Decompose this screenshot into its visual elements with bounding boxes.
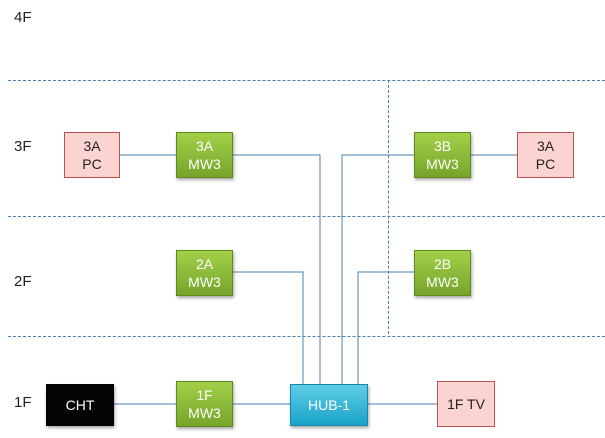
pc-3a-left-node: 3A PC	[64, 132, 120, 178]
node-line1: 2B	[433, 256, 452, 272]
node-line1: 3B	[433, 138, 452, 154]
node-line2: PC	[535, 156, 556, 172]
floor-divider-4f-3f	[8, 80, 605, 81]
floor-label-2f: 2F	[14, 273, 32, 290]
mw3-3a-node: 3A MW3	[176, 132, 233, 178]
node-line1: CHT	[65, 397, 95, 413]
node-line2: MW3	[426, 274, 459, 290]
mw3-2a-node: 2A MW3	[176, 250, 233, 296]
floor-divider-3f-2f	[8, 216, 605, 217]
mw3-1f-node: 1F MW3	[176, 381, 233, 427]
node-line2: PC	[82, 156, 102, 172]
wire-2a-mw3-to-hub	[233, 271, 304, 384]
wire-3a-mw3-to-hub	[233, 154, 321, 384]
pc-3a-right-node: 3A PC	[517, 132, 574, 178]
hub-1-node: HUB-1	[290, 384, 368, 426]
node-line2: MW3	[188, 156, 221, 172]
node-line2: MW3	[426, 156, 459, 172]
node-line1: HUB-1	[307, 397, 350, 413]
wire-3b-mw3-to-hub	[341, 154, 414, 384]
node-line1: 1F	[196, 387, 213, 403]
mw3-3b-node: 3B MW3	[414, 132, 471, 178]
zone-divider-a-b	[388, 80, 389, 334]
floor-label-3f: 3F	[14, 138, 32, 155]
node-line1: 3A	[195, 138, 214, 154]
tv-1f-node: 1F TV	[437, 381, 495, 427]
floor-label-1f: 1F	[14, 394, 32, 411]
node-line2: MW3	[188, 274, 221, 290]
node-line1: 2A	[195, 256, 214, 272]
wire-2b-mw3-to-hub	[357, 271, 414, 384]
mw3-2b-node: 2B MW3	[414, 250, 471, 296]
node-line1: 3A	[536, 138, 555, 154]
floor-label-4f: 4F	[14, 9, 32, 26]
node-line2: MW3	[188, 405, 221, 421]
floor-divider-2f-1f	[8, 336, 605, 337]
cht-node: CHT	[46, 384, 114, 426]
node-line1: 3A	[83, 138, 101, 154]
node-line1: 1F TV	[447, 396, 485, 412]
